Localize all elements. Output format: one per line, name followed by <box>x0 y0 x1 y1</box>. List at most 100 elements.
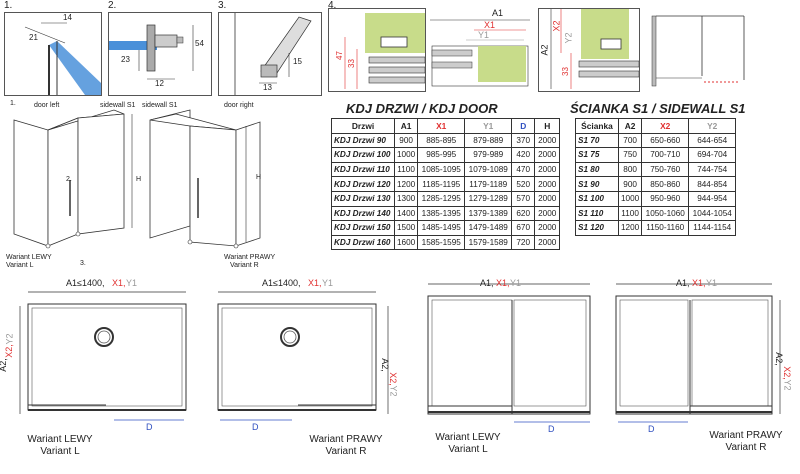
iso-left-drawing <box>13 109 133 249</box>
plan-4-d: D <box>648 424 655 434</box>
detail-2-panel: 54 23 12 <box>108 12 212 96</box>
sidewall-table-cell: 1044-1054 <box>688 205 737 222</box>
plan-1-top-y: Y1 <box>126 278 138 288</box>
door-table-cell: 1085-1095 <box>417 161 466 178</box>
door-table-cell: 1579-1589 <box>464 234 513 251</box>
door-table-cell: 1600 <box>393 234 419 251</box>
detail-3-drawing <box>234 13 312 95</box>
sidewall-table-cell: 944-954 <box>688 190 737 207</box>
door-table-cell: KDJ Drzwi 90 <box>331 132 395 149</box>
detail-4a-dim-33: 33 <box>346 59 356 68</box>
sidewall-table-cell: S1 110 <box>575 205 619 222</box>
iso-left-h-label: H <box>136 176 142 183</box>
iso-right-caption-1: Wariant PRAWY <box>224 254 276 261</box>
plan-2-top-x: X1, <box>308 278 322 288</box>
plan-2-caption-1: Wariant PRAWY <box>309 434 383 445</box>
detail-3-dim-15: 15 <box>293 57 302 66</box>
sidewall-table-cell: 744-754 <box>688 161 737 178</box>
detail-4c-label-a2: A2 <box>539 44 550 56</box>
plan-1-top-x: X1, <box>112 278 126 288</box>
iso-right-h-label: H <box>256 174 262 181</box>
plan-2-top-a: A1≤1400, <box>262 278 301 288</box>
detail-4c-label-y2: Y2 <box>563 32 574 44</box>
detail-4c-drawing <box>550 9 639 89</box>
sidewall-table-cell: 950-960 <box>641 190 690 207</box>
plan-4-top-x: X1, <box>692 278 706 288</box>
sidewall-table-cell: 750 <box>617 147 643 163</box>
sidewall-table-header: Y2 <box>688 118 737 134</box>
plan-4-drawing <box>615 283 781 423</box>
sidewall-table-cell: 1050-1060 <box>641 205 690 222</box>
plan-4: A1, X1, Y1 A2, X2, Y2 D Wariant PRAWY Va… <box>612 278 800 472</box>
door-table-cell: 1285-1295 <box>417 190 466 207</box>
door-table-cell: KDJ Drzwi 130 <box>331 190 395 207</box>
iso-right-door-label: door right <box>224 102 254 109</box>
door-table-cell: 2000 <box>534 176 561 192</box>
plan-1-caption-1: Wariant LEWY <box>27 434 93 445</box>
sidewall-table-header-row: Ścianka A2 X2 Y2 <box>575 118 737 134</box>
plan-4-side-y: Y2 <box>782 379 793 391</box>
door-table-cell: KDJ Drzwi 100 <box>331 147 395 163</box>
plan-2-top-y: Y1 <box>322 278 334 288</box>
sidewall-table-cell: 650-660 <box>641 132 690 149</box>
detail-4d-panel <box>648 8 748 90</box>
detail-4b-panel: A1 X1 Y1 <box>430 8 530 90</box>
plan-1-top-a: A1≤1400, <box>66 278 105 288</box>
door-table-header-row: Drzwi A1 X1 Y1 D H <box>331 118 561 134</box>
iso-left-caption-1: Wariant LEWY <box>6 254 52 261</box>
door-table-cell: 985-995 <box>417 147 466 163</box>
door-table-cell: 1300 <box>393 190 419 207</box>
plan-2-caption-2: Variant R <box>325 446 367 457</box>
iso-left-caption-2: Variant L <box>6 262 34 269</box>
step-label-4: 4. <box>328 0 337 11</box>
plan-4-caption-2: Variant R <box>725 442 767 453</box>
door-table-cell: 1079-1089 <box>464 161 513 178</box>
detail-4c-panel: A2 X2 Y2 33 <box>538 8 640 92</box>
sidewall-table-header: A2 <box>617 118 643 134</box>
sidewall-table-cell: S1 75 <box>575 147 619 163</box>
sidewall-table-cell: 844-854 <box>688 176 737 192</box>
detail-1-drawing <box>24 22 101 95</box>
iso-left-sidewall-label: sidewall S1 <box>100 102 136 109</box>
door-table-cell: 720 <box>511 234 536 251</box>
door-table-header: D <box>511 118 536 134</box>
door-table-cell: 1179-1189 <box>464 176 513 192</box>
sidewall-table-title: ŚCIANKA S1 / SIDEWALL S1 <box>570 101 746 116</box>
detail-3-panel: 15 13 <box>218 12 322 96</box>
door-table-cell: 1185-1195 <box>417 176 466 192</box>
door-table-cell: KDJ Drzwi 160 <box>331 234 395 251</box>
plan-2-drawing <box>217 291 389 421</box>
sidewall-table-cell: 700-710 <box>641 147 690 163</box>
iso-left-num-3: 3. <box>80 260 86 267</box>
door-table-cell: 1379-1389 <box>464 205 513 222</box>
sidewall-table-cell: 1150-1160 <box>641 220 690 236</box>
door-table-cell: 570 <box>511 190 536 207</box>
door-table-cell: 879-889 <box>464 132 513 149</box>
plan-2-side-y: Y2 <box>388 385 399 397</box>
door-table-cell: 1479-1489 <box>464 220 513 236</box>
door-table-cell: 1100 <box>393 161 419 178</box>
detail-4a-dim-47: 47 <box>334 51 344 60</box>
sidewall-table-cell: 900 <box>617 176 643 192</box>
iso-left: 1. door left sidewall S1 H 2. 3. Wariant… <box>4 100 154 270</box>
door-table-cell: 2000 <box>534 161 561 178</box>
detail-1-dim-14: 14 <box>63 13 72 22</box>
plan-1-d: D <box>146 422 153 432</box>
door-table-cell: 1385-1395 <box>417 205 466 222</box>
detail-2-dim-23: 23 <box>121 55 130 64</box>
door-table-header: H <box>534 118 561 134</box>
detail-1-dim-21: 21 <box>29 33 38 42</box>
door-table-header: A1 <box>393 118 419 134</box>
sidewall-table-cell: 700 <box>617 132 643 149</box>
